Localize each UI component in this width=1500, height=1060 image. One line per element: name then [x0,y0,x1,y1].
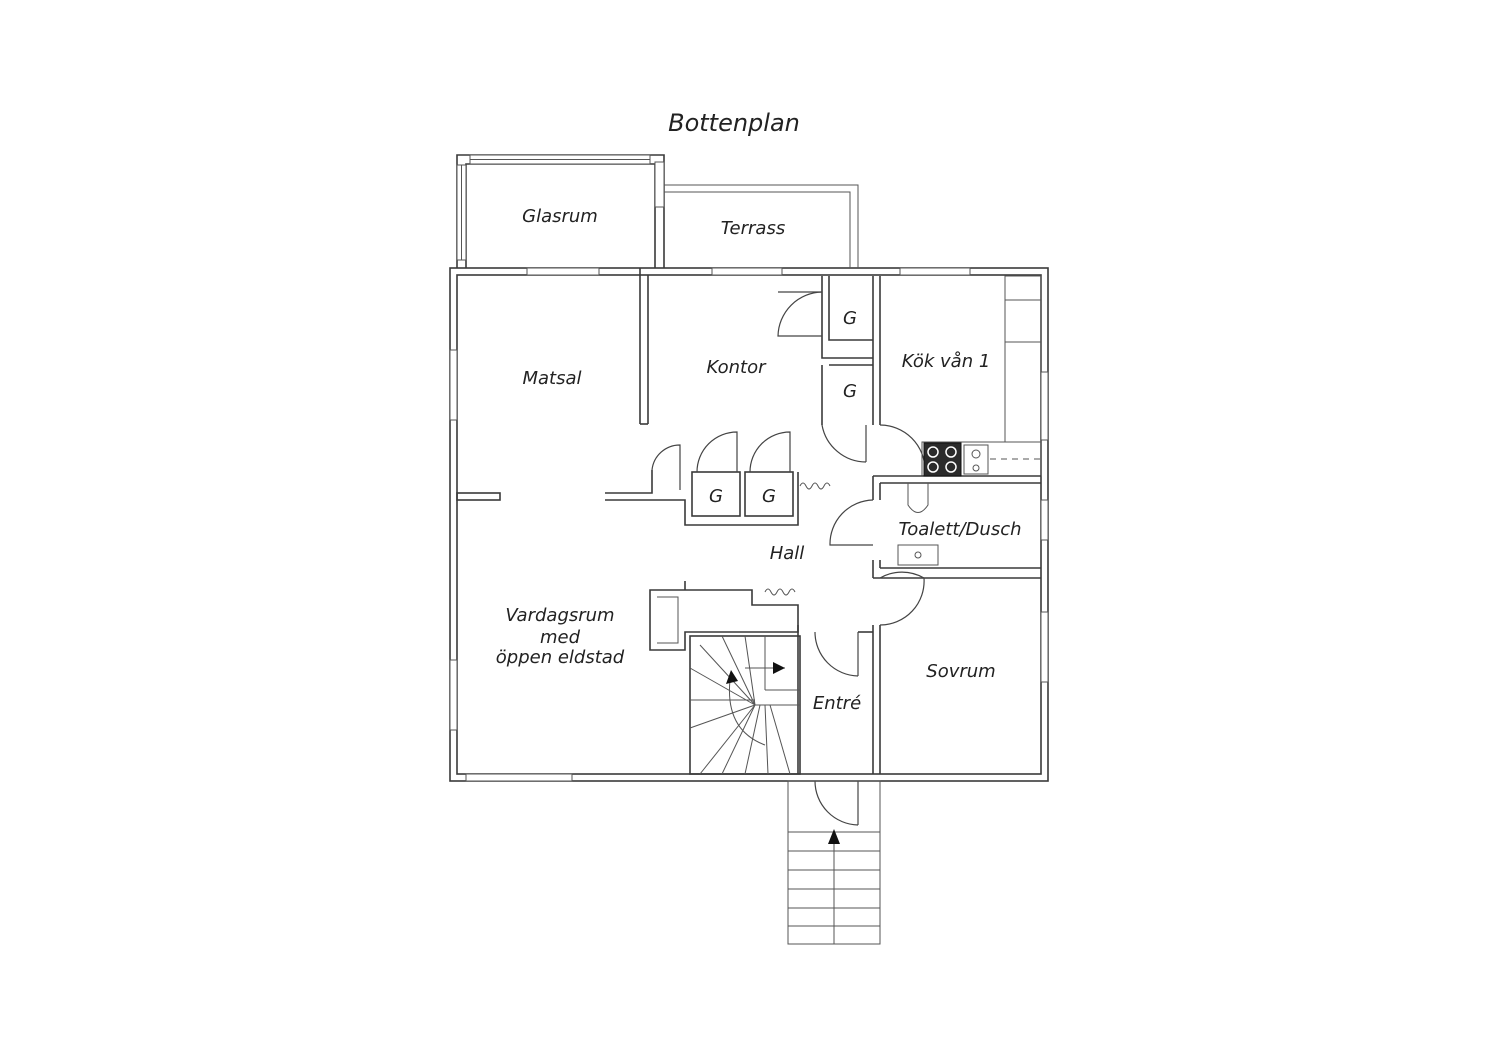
room-label-vardagsrum-3: öppen eldstad [496,647,625,668]
room-label-toalett: Toalett/Dusch [898,519,1021,540]
interior-walls [456,268,1042,775]
plan-title: Bottenplan [668,109,800,137]
room-label-vardagsrum-1: Vardagsrum [505,605,614,626]
room-label-vardagsrum-2: med [540,627,581,648]
room-label-sovrum: Sovrum [926,661,995,682]
kitchen-sink-icon [963,444,989,475]
room-label-glasrum: Glasrum [522,206,598,227]
room-label-matsal: Matsal [522,368,581,389]
radiator-icon-2 [764,588,796,596]
closet-label-3: G [709,486,723,507]
room-label-hall: Hall [770,543,805,564]
closet-label-2: G [843,381,857,402]
entrance-stairs [787,780,881,945]
room-label-terrass: Terrass [721,218,785,239]
room-labels: Glasrum Terrass Matsal Kontor Kök vån 1 … [496,206,1022,714]
stair-arrow-left [726,670,738,684]
closet-label-1: G [843,308,857,329]
entrance-arrow-up [828,829,840,844]
windows [449,154,1049,782]
room-label-kok: Kök vån 1 [902,351,991,372]
radiator-icon [799,482,831,490]
closet-label-4: G [762,486,776,507]
stair-arrow-up [773,662,785,674]
room-label-kontor: Kontor [706,357,767,378]
room-label-entre: Entré [813,693,861,714]
interior-staircase [689,635,800,775]
kitchen-stove-icon [923,442,962,477]
